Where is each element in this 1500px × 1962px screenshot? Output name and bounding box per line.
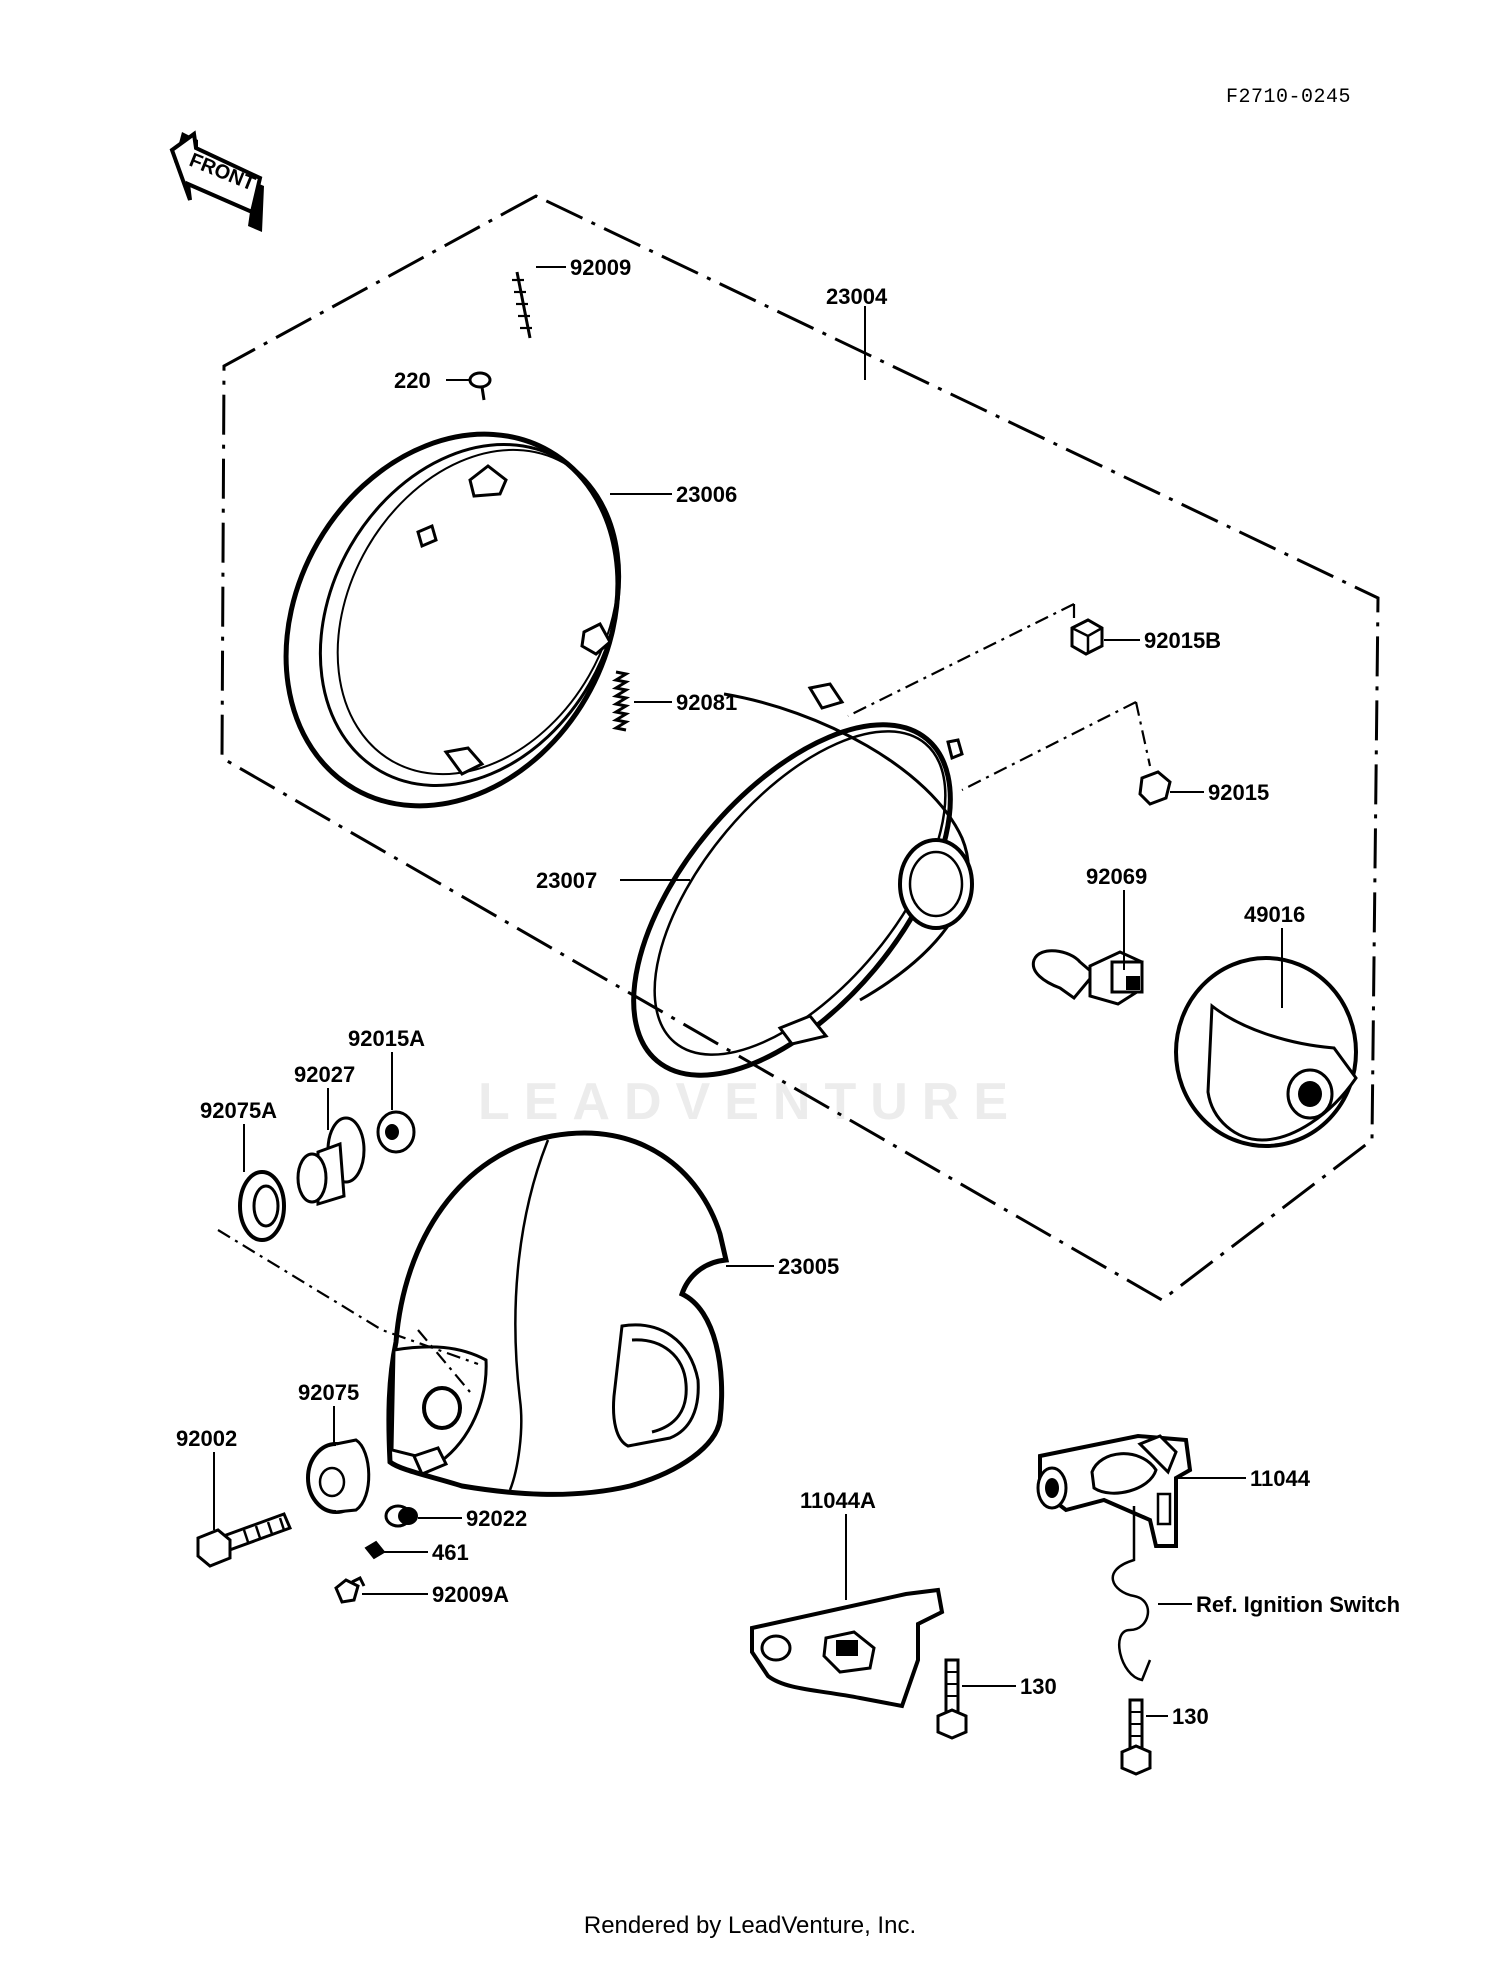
label-92027: 92027	[294, 1062, 355, 1087]
watermark-text: LEADVENTURE	[477, 1073, 1023, 1131]
label-23007: 23007	[536, 868, 597, 893]
dust-cover-49016	[1174, 956, 1358, 1148]
label-92015A: 92015A	[348, 1026, 425, 1051]
assembly-boundary-23004	[220, 194, 1380, 1302]
alignment-line-housing-92075	[417, 1329, 471, 1393]
headlight-unit-23007	[631, 682, 974, 1078]
label-92075: 92075	[298, 1380, 359, 1405]
headlight-housing-23005	[386, 1130, 730, 1497]
screw-92009A	[334, 1575, 366, 1604]
diagram-reference-code: F2710-0245	[1226, 86, 1352, 109]
bracket-11044A	[750, 1587, 945, 1709]
label-23005: 23005	[778, 1254, 839, 1279]
label-461: 461	[432, 1540, 469, 1565]
label-23006: 23006	[676, 482, 737, 507]
clip-461	[364, 1540, 386, 1560]
footer-credit: Rendered by LeadVenture, Inc.	[583, 1912, 917, 1939]
label-92009: 92009	[570, 255, 631, 280]
label-23004: 23004	[826, 284, 888, 309]
bolt-92002	[196, 1512, 293, 1568]
grommet-92075A	[238, 1170, 286, 1242]
screw-220	[468, 371, 492, 401]
label-92081: 92081	[676, 690, 737, 715]
label-92015: 92015	[1208, 780, 1269, 805]
bolt-130-right	[1120, 1698, 1152, 1776]
alignment-line-92075A	[217, 1229, 479, 1366]
nut-92015	[1138, 770, 1172, 806]
alignment-line-92015B	[847, 603, 1076, 717]
label-220: 220	[394, 368, 431, 393]
label-130-right: 130	[1172, 1704, 1209, 1729]
alignment-line-92015	[961, 701, 1152, 791]
grommet-92075	[306, 1438, 371, 1514]
leader-lines	[213, 266, 1283, 1717]
label-92009A: 92009A	[432, 1582, 509, 1607]
label-11044A: 11044A	[800, 1488, 876, 1513]
label-ref-ignition-switch: Ref. Ignition Switch	[1196, 1592, 1400, 1617]
label-92015B: 92015B	[1144, 628, 1221, 653]
label-49016: 49016	[1244, 902, 1305, 927]
bulb-92069	[1031, 949, 1144, 1006]
collar-92022	[384, 1504, 418, 1528]
headlight-rim-23006	[283, 431, 622, 809]
bolt-130-left	[936, 1658, 968, 1740]
label-92002: 92002	[176, 1426, 237, 1451]
label-11044: 11044	[1250, 1466, 1311, 1491]
spring-92081	[611, 670, 631, 732]
front-arrow-icon: FRONT	[169, 130, 264, 232]
label-92069: 92069	[1086, 864, 1147, 889]
label-92022: 92022	[466, 1506, 527, 1531]
nut-92015A	[376, 1110, 416, 1154]
collar-92027	[296, 1116, 366, 1207]
label-92075A: 92075A	[200, 1098, 277, 1123]
ignition-switch-wire	[1111, 1506, 1152, 1682]
nut-92015B	[1070, 618, 1104, 656]
adjusting-screw-92009	[512, 271, 532, 339]
label-130-left: 130	[1020, 1674, 1057, 1699]
bracket-11044	[1036, 1433, 1193, 1548]
